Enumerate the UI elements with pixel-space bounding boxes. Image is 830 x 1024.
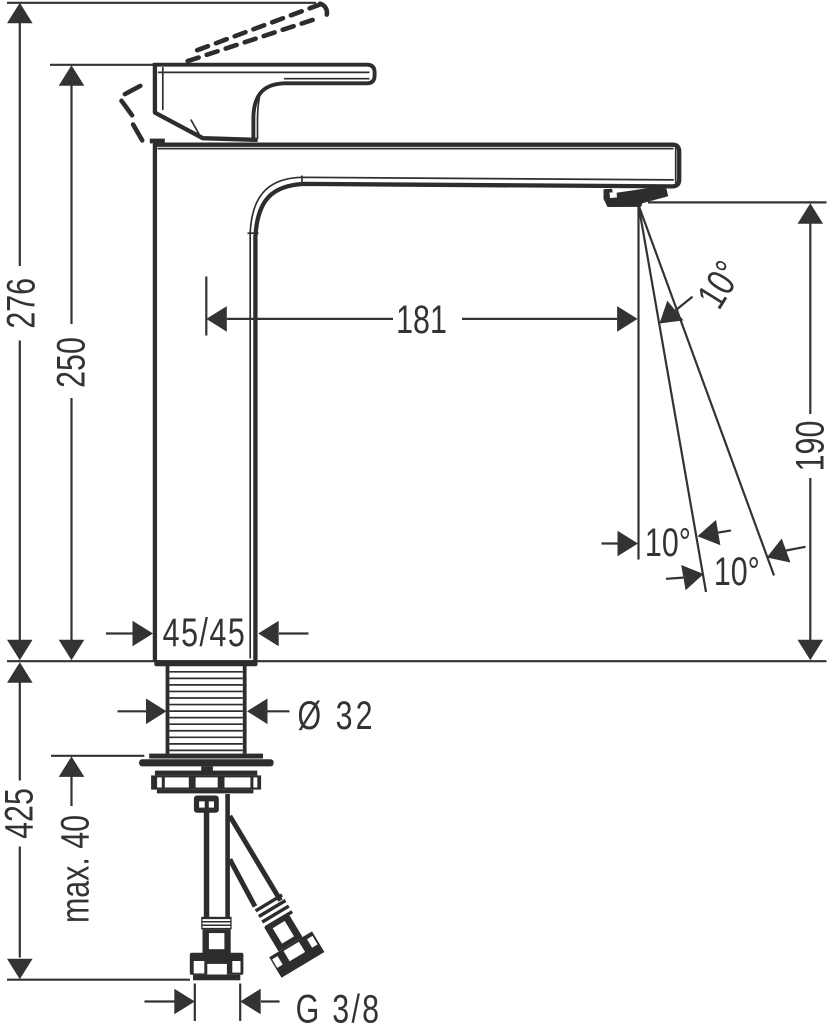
svg-text:181: 181 xyxy=(396,297,447,342)
svg-text:190: 190 xyxy=(787,421,830,472)
svg-text:276: 276 xyxy=(0,278,44,329)
svg-text:max. 40: max. 40 xyxy=(53,815,98,923)
svg-text:10°: 10° xyxy=(645,520,691,565)
svg-text:10°: 10° xyxy=(714,549,760,594)
svg-text:G 3/8: G 3/8 xyxy=(296,986,382,1024)
svg-text:425: 425 xyxy=(0,788,42,839)
svg-text:250: 250 xyxy=(49,337,94,388)
svg-text:Ø 32: Ø 32 xyxy=(297,693,375,738)
svg-text:45/45: 45/45 xyxy=(163,610,247,655)
